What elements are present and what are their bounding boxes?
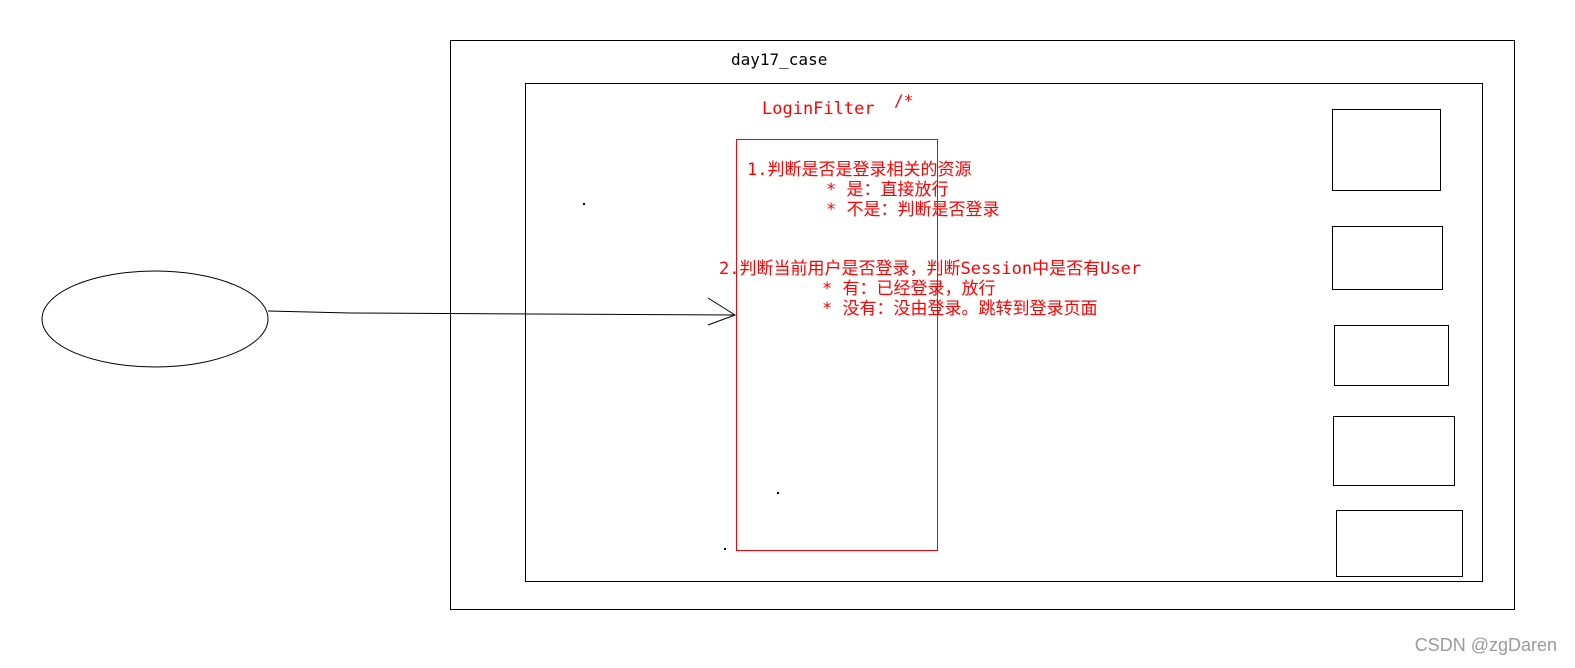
filter-name-label: LoginFilter bbox=[762, 99, 875, 119]
step2-no: * 没有：没由登录。跳转到登录页面 bbox=[822, 299, 1098, 319]
app-inner-box bbox=[525, 83, 1483, 582]
step1-title: 1.判断是否是登录相关的资源 bbox=[747, 160, 972, 180]
resource-box-5 bbox=[1336, 510, 1463, 577]
resource-box-4 bbox=[1333, 416, 1455, 486]
stray-dot bbox=[583, 203, 585, 205]
step1-yes: * 是：直接放行 bbox=[826, 180, 949, 200]
resource-box-3 bbox=[1334, 325, 1449, 386]
request-arrow-line bbox=[267, 310, 736, 316]
resource-box-2 bbox=[1332, 226, 1443, 290]
step2-title: 2.判断当前用户是否登录，判断Session中是否有User bbox=[719, 259, 1142, 279]
app-name-label: day17_case bbox=[731, 50, 828, 69]
request-arrowhead bbox=[707, 297, 737, 326]
server-outer-box bbox=[450, 40, 1515, 610]
watermark-text: CSDN @zgDaren bbox=[1414, 635, 1557, 655]
stray-dot bbox=[724, 548, 726, 550]
resource-box-1 bbox=[1332, 109, 1441, 191]
login-filter-box bbox=[736, 139, 938, 551]
filter-mapping-label: /* bbox=[894, 91, 914, 110]
client-ellipse bbox=[41, 270, 269, 368]
stray-dot bbox=[777, 492, 779, 494]
step1-no: * 不是：判断是否登录 bbox=[826, 200, 1000, 220]
step2-yes: * 有：已经登录，放行 bbox=[822, 279, 996, 299]
